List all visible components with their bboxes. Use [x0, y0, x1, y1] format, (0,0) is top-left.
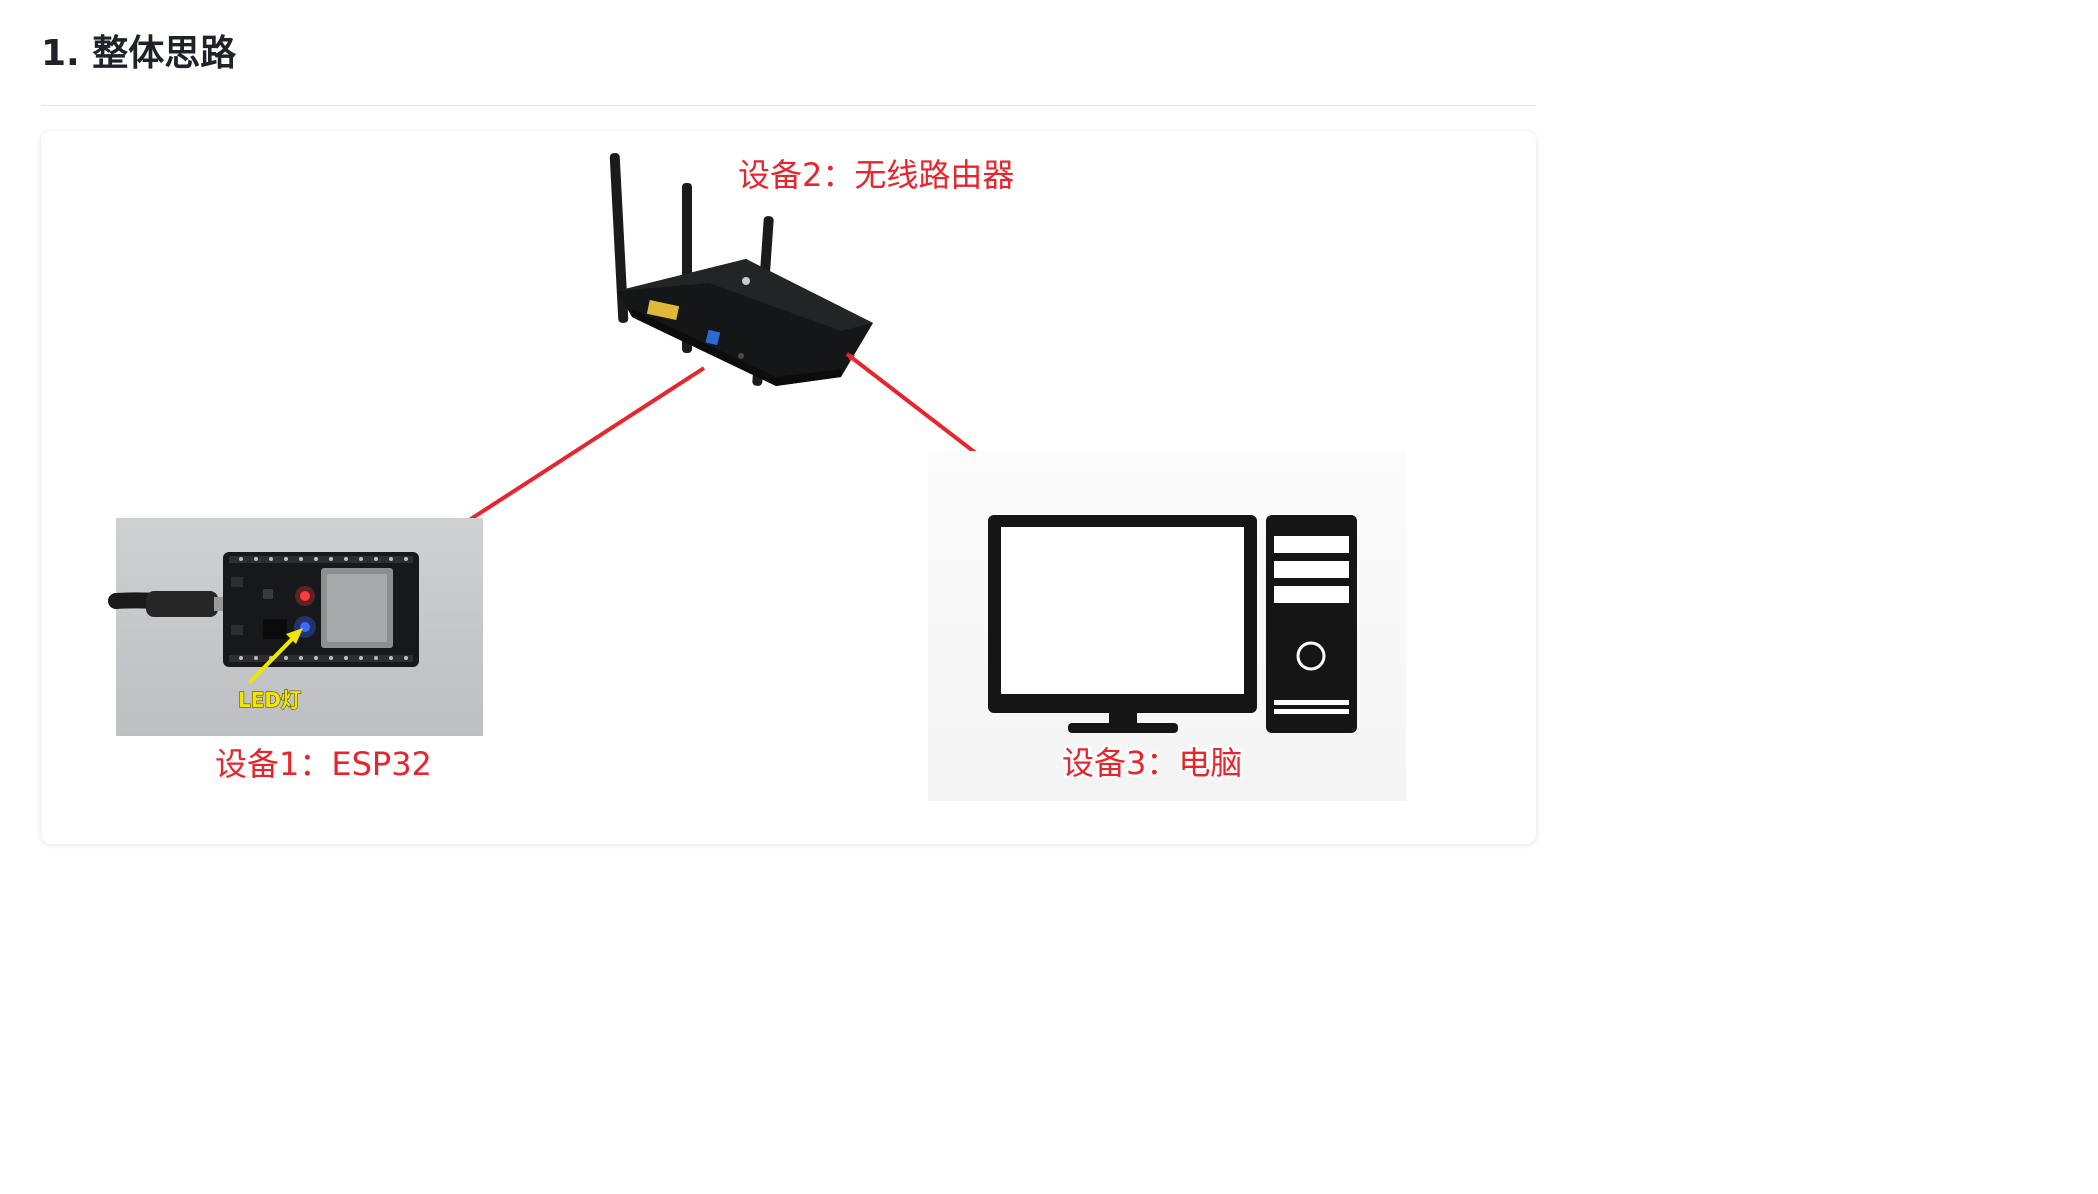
esp32-board-photo — [108, 518, 483, 736]
diagram-card: 设备2：无线路由器 — [41, 131, 1536, 844]
network-diagram: 设备2：无线路由器 — [108, 153, 1406, 801]
computer-label: 设备3：电脑 — [1062, 744, 1242, 782]
heading-divider — [41, 105, 1536, 106]
router-label: 设备2：无线路由器 — [738, 156, 1014, 194]
router-icon — [609, 153, 873, 386]
computer-icon — [928, 451, 1406, 801]
esp32-label: 设备1：ESP32 — [215, 745, 432, 783]
arrow-router-to-esp32 — [438, 366, 706, 541]
section-title: 1. 整体思路 — [41, 33, 237, 74]
led-label: LED灯 — [238, 688, 301, 712]
